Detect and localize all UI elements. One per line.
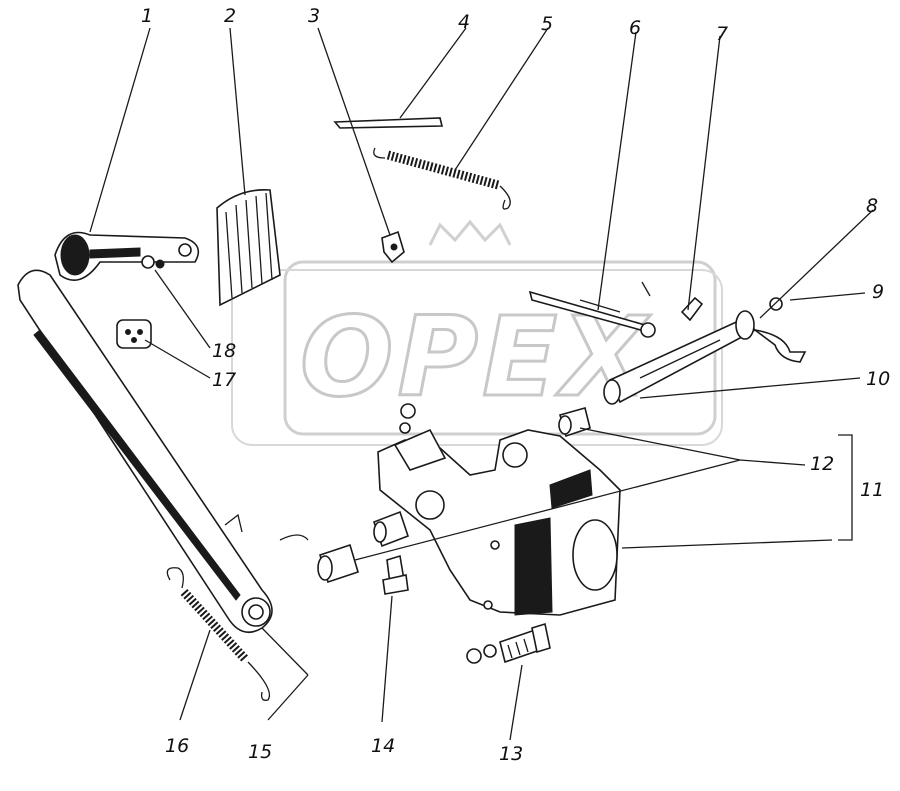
callout-9: 9 (872, 281, 884, 303)
arm-nut (141, 255, 165, 269)
pedal-pad (216, 189, 281, 307)
shaft-lever (754, 297, 807, 363)
callout-12: 12 (810, 453, 834, 475)
callout-17: 17 (212, 369, 236, 391)
callout-7: 7 (716, 23, 728, 45)
pedal-lever (17, 269, 309, 634)
callout-2: 2 (224, 5, 236, 27)
flat-plate (333, 117, 444, 129)
adjusting-rod (528, 281, 656, 338)
bushing (317, 543, 359, 584)
pedal-arm (54, 231, 200, 282)
callout-11: 11 (860, 479, 884, 501)
return-spring-upper (373, 147, 511, 210)
callout-16: 16 (165, 735, 189, 757)
callout-1: 1 (141, 5, 153, 27)
callout-15: 15 (248, 741, 272, 763)
bushing (372, 510, 410, 548)
spring-clip (381, 230, 405, 264)
bolt-with-nut (466, 622, 551, 664)
rubber-block (116, 319, 152, 349)
callout-14: 14 (371, 735, 395, 757)
callout-18: 18 (212, 340, 236, 362)
callout-6: 6 (629, 17, 641, 39)
callout-13: 13 (499, 743, 523, 765)
callout-3: 3 (308, 5, 320, 27)
bolt-short (382, 554, 409, 595)
callout-labels: 1 2 3 4 5 6 7 8 9 10 11 12 13 14 15 16 1… (141, 5, 890, 765)
leader-lines (89, 27, 874, 741)
callout-4: 4 (458, 11, 470, 33)
callout-8: 8 (866, 195, 878, 217)
housing-nut (399, 403, 416, 434)
callout-5: 5 (541, 13, 553, 35)
pedal-bracket-housing (377, 428, 621, 616)
pin (680, 296, 704, 322)
return-spring-lower (166, 567, 271, 701)
callout-10: 10 (866, 368, 890, 390)
